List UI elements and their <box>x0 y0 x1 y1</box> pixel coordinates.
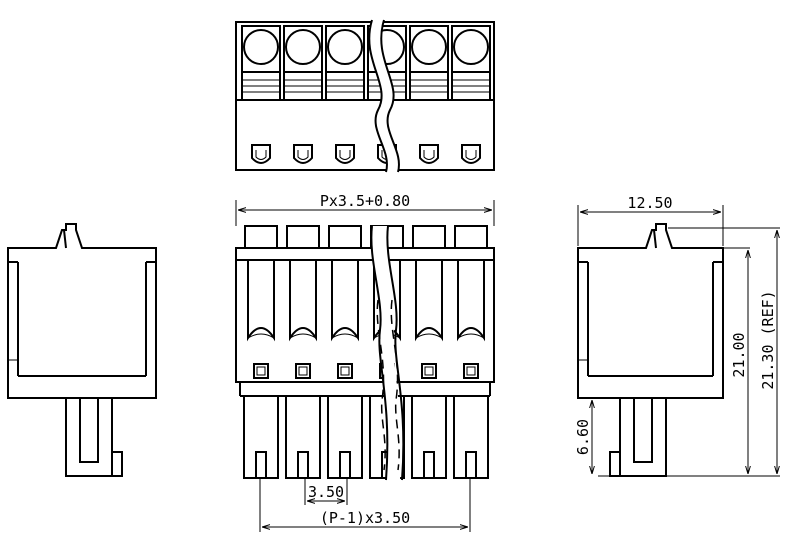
top-view-break-gap <box>369 20 399 172</box>
pitch-dimension-label: 3.50 <box>308 483 344 501</box>
front-body <box>235 247 495 383</box>
wire-channel <box>415 260 443 342</box>
pin <box>255 451 267 479</box>
left-side-outline <box>7 223 157 399</box>
front-position <box>453 225 489 479</box>
release-slot <box>251 144 271 164</box>
height-ref-dimension-label: 21.30 (REF) <box>759 290 777 389</box>
release-slot <box>293 144 313 164</box>
front-view: Px3.5+0.80 3.50 (P-1)x3.50 <box>235 192 495 532</box>
front-view-break-gap <box>371 226 401 480</box>
pin-height-dimension-label: 6.60 <box>574 419 592 455</box>
front-position <box>243 225 279 479</box>
wire-channel <box>289 260 317 342</box>
wire-channel <box>331 260 359 342</box>
wire-entry-hole <box>243 29 279 65</box>
wire-entry-hole <box>411 29 447 65</box>
front-view-cells <box>243 225 489 479</box>
front-position <box>411 225 447 479</box>
top-position <box>409 25 449 164</box>
test-window <box>421 363 437 379</box>
height-dimension-label: 21.00 <box>730 332 748 377</box>
test-window <box>295 363 311 379</box>
right-pin-housing <box>619 398 667 477</box>
hidden-line <box>390 299 400 471</box>
front-position <box>285 225 321 479</box>
top-view-cells <box>241 25 491 164</box>
top-view-break-line <box>368 19 388 173</box>
wire-channel <box>247 260 275 342</box>
top-position <box>325 25 365 164</box>
top-view-break-line <box>380 19 400 173</box>
test-window <box>463 363 479 379</box>
pin <box>297 451 309 479</box>
test-window <box>253 363 269 379</box>
front-view-break-line <box>370 225 389 481</box>
pin <box>423 451 435 479</box>
top-position <box>241 25 281 164</box>
depth-dimension-label: 12.50 <box>627 194 672 212</box>
top-view-outline <box>235 21 495 171</box>
right-side-view: 12.50 21.00 21.30 (REF) 6.60 <box>574 194 780 477</box>
release-slot <box>461 144 481 164</box>
wire-entry-hole <box>453 29 489 65</box>
release-slot <box>335 144 355 164</box>
front-position <box>327 225 363 479</box>
width-dimension-label: Px3.5+0.80 <box>320 192 410 210</box>
wire-channel <box>457 260 485 342</box>
wire-entry-hole <box>285 29 321 65</box>
pin <box>339 451 351 479</box>
top-view <box>235 19 495 173</box>
wire-entry-hole <box>327 29 363 65</box>
release-slot <box>419 144 439 164</box>
left-side-view <box>7 223 157 477</box>
test-window <box>337 363 353 379</box>
right-side-outline <box>577 223 724 399</box>
hidden-line <box>376 299 386 471</box>
top-position <box>283 25 323 164</box>
left-pin-housing <box>65 398 113 477</box>
span-dimension-label: (P-1)x3.50 <box>320 509 410 527</box>
pin <box>465 451 477 479</box>
front-view-break-line <box>386 225 405 481</box>
top-position <box>451 25 491 164</box>
